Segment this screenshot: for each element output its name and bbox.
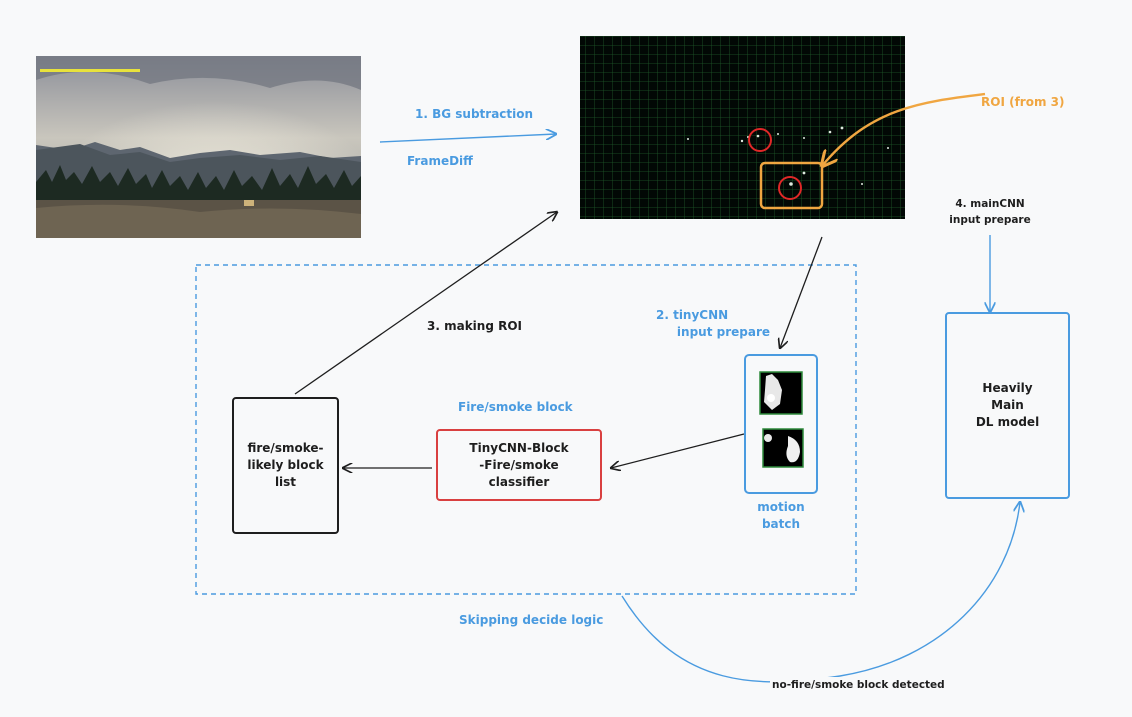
tinycnn-prepare-line2: input prepare xyxy=(676,325,770,339)
roi-from-3-label: ROI (from 3) xyxy=(981,95,1065,109)
framediff-label: FrameDiff xyxy=(407,154,473,168)
motion-batch-line2: batch xyxy=(761,517,801,531)
motion-crop-2 xyxy=(762,428,804,468)
skipping-logic-container xyxy=(195,264,857,595)
motion-batch-line1: motion xyxy=(757,500,805,514)
tinycnn-prepare-line1: 2. tinyCNN xyxy=(656,308,729,322)
tinycnn-prepare-label: 2. tinyCNN input prepare xyxy=(646,307,770,341)
motion-highlight-circle xyxy=(778,176,802,200)
block-list-box: fire/smoke- likely block list xyxy=(232,397,339,534)
bg-subtraction-label: 1. BG subtraction xyxy=(415,107,534,121)
source-frame-image xyxy=(36,56,361,238)
motion-mask-image xyxy=(580,36,905,219)
no-fire-detected-label: no-fire/smoke block detected xyxy=(770,677,947,693)
skip-arc-arrow xyxy=(621,502,1020,683)
roi-orange-arrow xyxy=(822,92,986,166)
maincnn-prepare-line1: 4. mainCNN xyxy=(955,198,1025,210)
making-roi-arrow xyxy=(294,212,557,395)
maincnn-prepare-label: 4. mainCNN input prepare xyxy=(947,196,1033,228)
motion-crop-1 xyxy=(759,371,803,415)
roi-rectangle xyxy=(759,161,824,210)
maincnn-prepare-line2: input prepare xyxy=(949,214,1031,226)
tinycnn-prepare-arrow xyxy=(780,236,823,348)
skipping-logic-label: Skipping decide logic xyxy=(459,613,604,627)
making-roi-label: 3. making ROI xyxy=(427,319,522,333)
main-dl-model-box: Heavily Main DL model xyxy=(945,312,1070,499)
batch-to-tinycnn-arrow xyxy=(611,433,745,468)
bg-subtraction-arrow xyxy=(379,134,556,143)
motion-batch-label: motion batch xyxy=(750,499,812,533)
tinycnn-classifier-box: TinyCNN-Block -Fire/smoke classifier xyxy=(436,429,602,501)
motion-highlight-circle xyxy=(748,128,772,152)
fire-smoke-block-label: Fire/smoke block xyxy=(458,400,573,414)
